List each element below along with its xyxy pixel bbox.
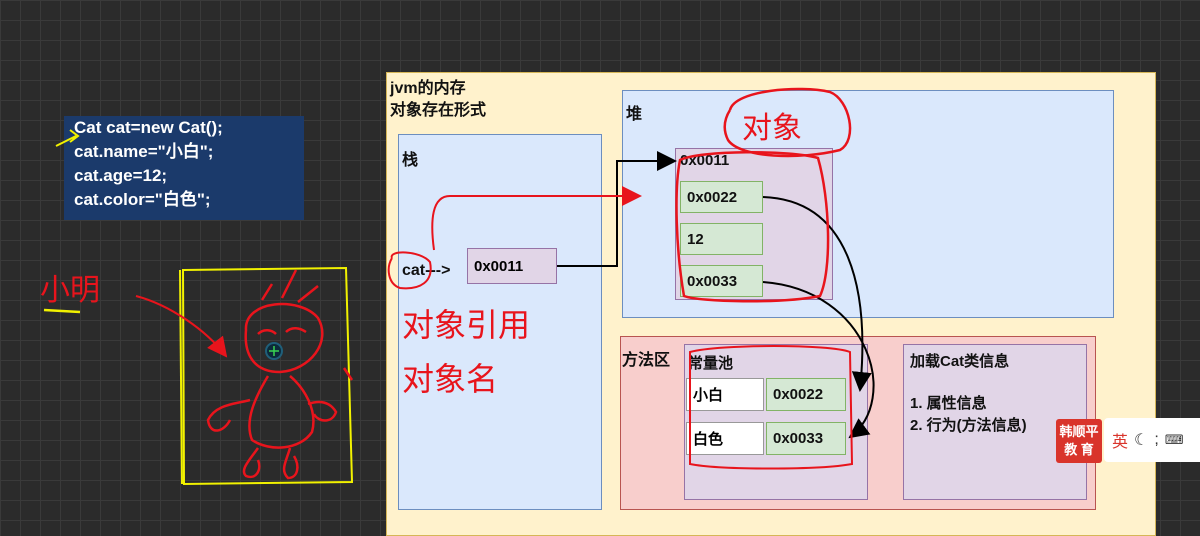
class-info-item: 1. 属性信息 <box>910 395 987 412</box>
heap-field-color: 0x0033 <box>680 265 763 297</box>
ime-toolbar[interactable]: 英 ☾ ; ⌨ <box>1104 418 1200 462</box>
ref-arrow-name-to-pool <box>762 196 872 392</box>
brand-line2: 教 育 <box>1064 442 1094 457</box>
xiaoming-arrow <box>135 295 228 358</box>
pool-addr-white: 0x0033 <box>766 422 846 455</box>
brand-line1: 韩顺平 <box>1059 424 1099 439</box>
drawing-frame <box>181 266 354 486</box>
constant-pool-highlight <box>689 345 854 470</box>
code-line: Cat cat=new Cat(); <box>74 118 223 137</box>
jvm-title-line2: 对象存在形式 <box>390 102 487 119</box>
keyboard-icon[interactable]: ⌨ <box>1164 432 1184 447</box>
code-pointer-mark <box>55 129 80 147</box>
drawing-frame-left <box>179 269 183 485</box>
handwritten-reference-label: 对象引用 <box>402 307 530 343</box>
object-highlight-outline <box>675 151 830 303</box>
ref-arrow-color-to-pool <box>762 281 875 439</box>
pool-value-xiaobai: 小白 <box>686 378 764 411</box>
punctuation-icon[interactable]: ; <box>1154 431 1159 448</box>
jvm-title-line1: jvm的内存 <box>390 80 466 97</box>
moon-icon[interactable]: ☾ <box>1134 432 1149 449</box>
code-line: cat.name="小白"; <box>74 142 214 161</box>
brand-logo: 韩顺平 教 育 <box>1056 419 1102 463</box>
heap-field-name: 0x0022 <box>680 181 763 213</box>
stack-var-address: 0x0011 <box>467 248 557 284</box>
handwritten-xiaoming-label: 小明 <box>40 274 100 307</box>
xiaoming-underline <box>43 308 81 314</box>
handwritten-object-label: 对象 <box>742 112 802 145</box>
jvm-title: jvm的内存 对象存在形式 <box>390 78 486 122</box>
handwritten-name-label: 对象名 <box>402 361 498 397</box>
code-block: Cat cat=new Cat(); cat.name="小白"; cat.ag… <box>64 116 304 220</box>
stack-var-label: cat---> <box>402 262 451 279</box>
heap-label: 堆 <box>626 106 643 123</box>
constant-pool-label: 常量池 <box>688 355 734 372</box>
ref-arrow-stack-to-heap <box>557 151 677 267</box>
pool-value-white: 白色 <box>686 422 764 455</box>
cat-circle <box>387 251 432 290</box>
code-line: cat.age=12; <box>74 166 168 185</box>
cat-to-heap-red-arrow <box>431 186 642 251</box>
object-label-circle <box>723 87 852 158</box>
stack-label: 栈 <box>402 152 419 169</box>
method-area-label: 方法区 <box>622 352 671 369</box>
code-line: cat.color="白色"; <box>74 190 211 209</box>
ime-mode-toggle[interactable]: 英 <box>1112 434 1129 451</box>
stick-figure <box>206 269 354 480</box>
heap-field-age: 12 <box>680 223 763 255</box>
class-info-title: 加载Cat类信息 <box>910 353 1010 370</box>
pool-addr-xiaobai: 0x0022 <box>766 378 846 411</box>
class-info-item: 2. 行为(方法信息) <box>910 417 1027 434</box>
